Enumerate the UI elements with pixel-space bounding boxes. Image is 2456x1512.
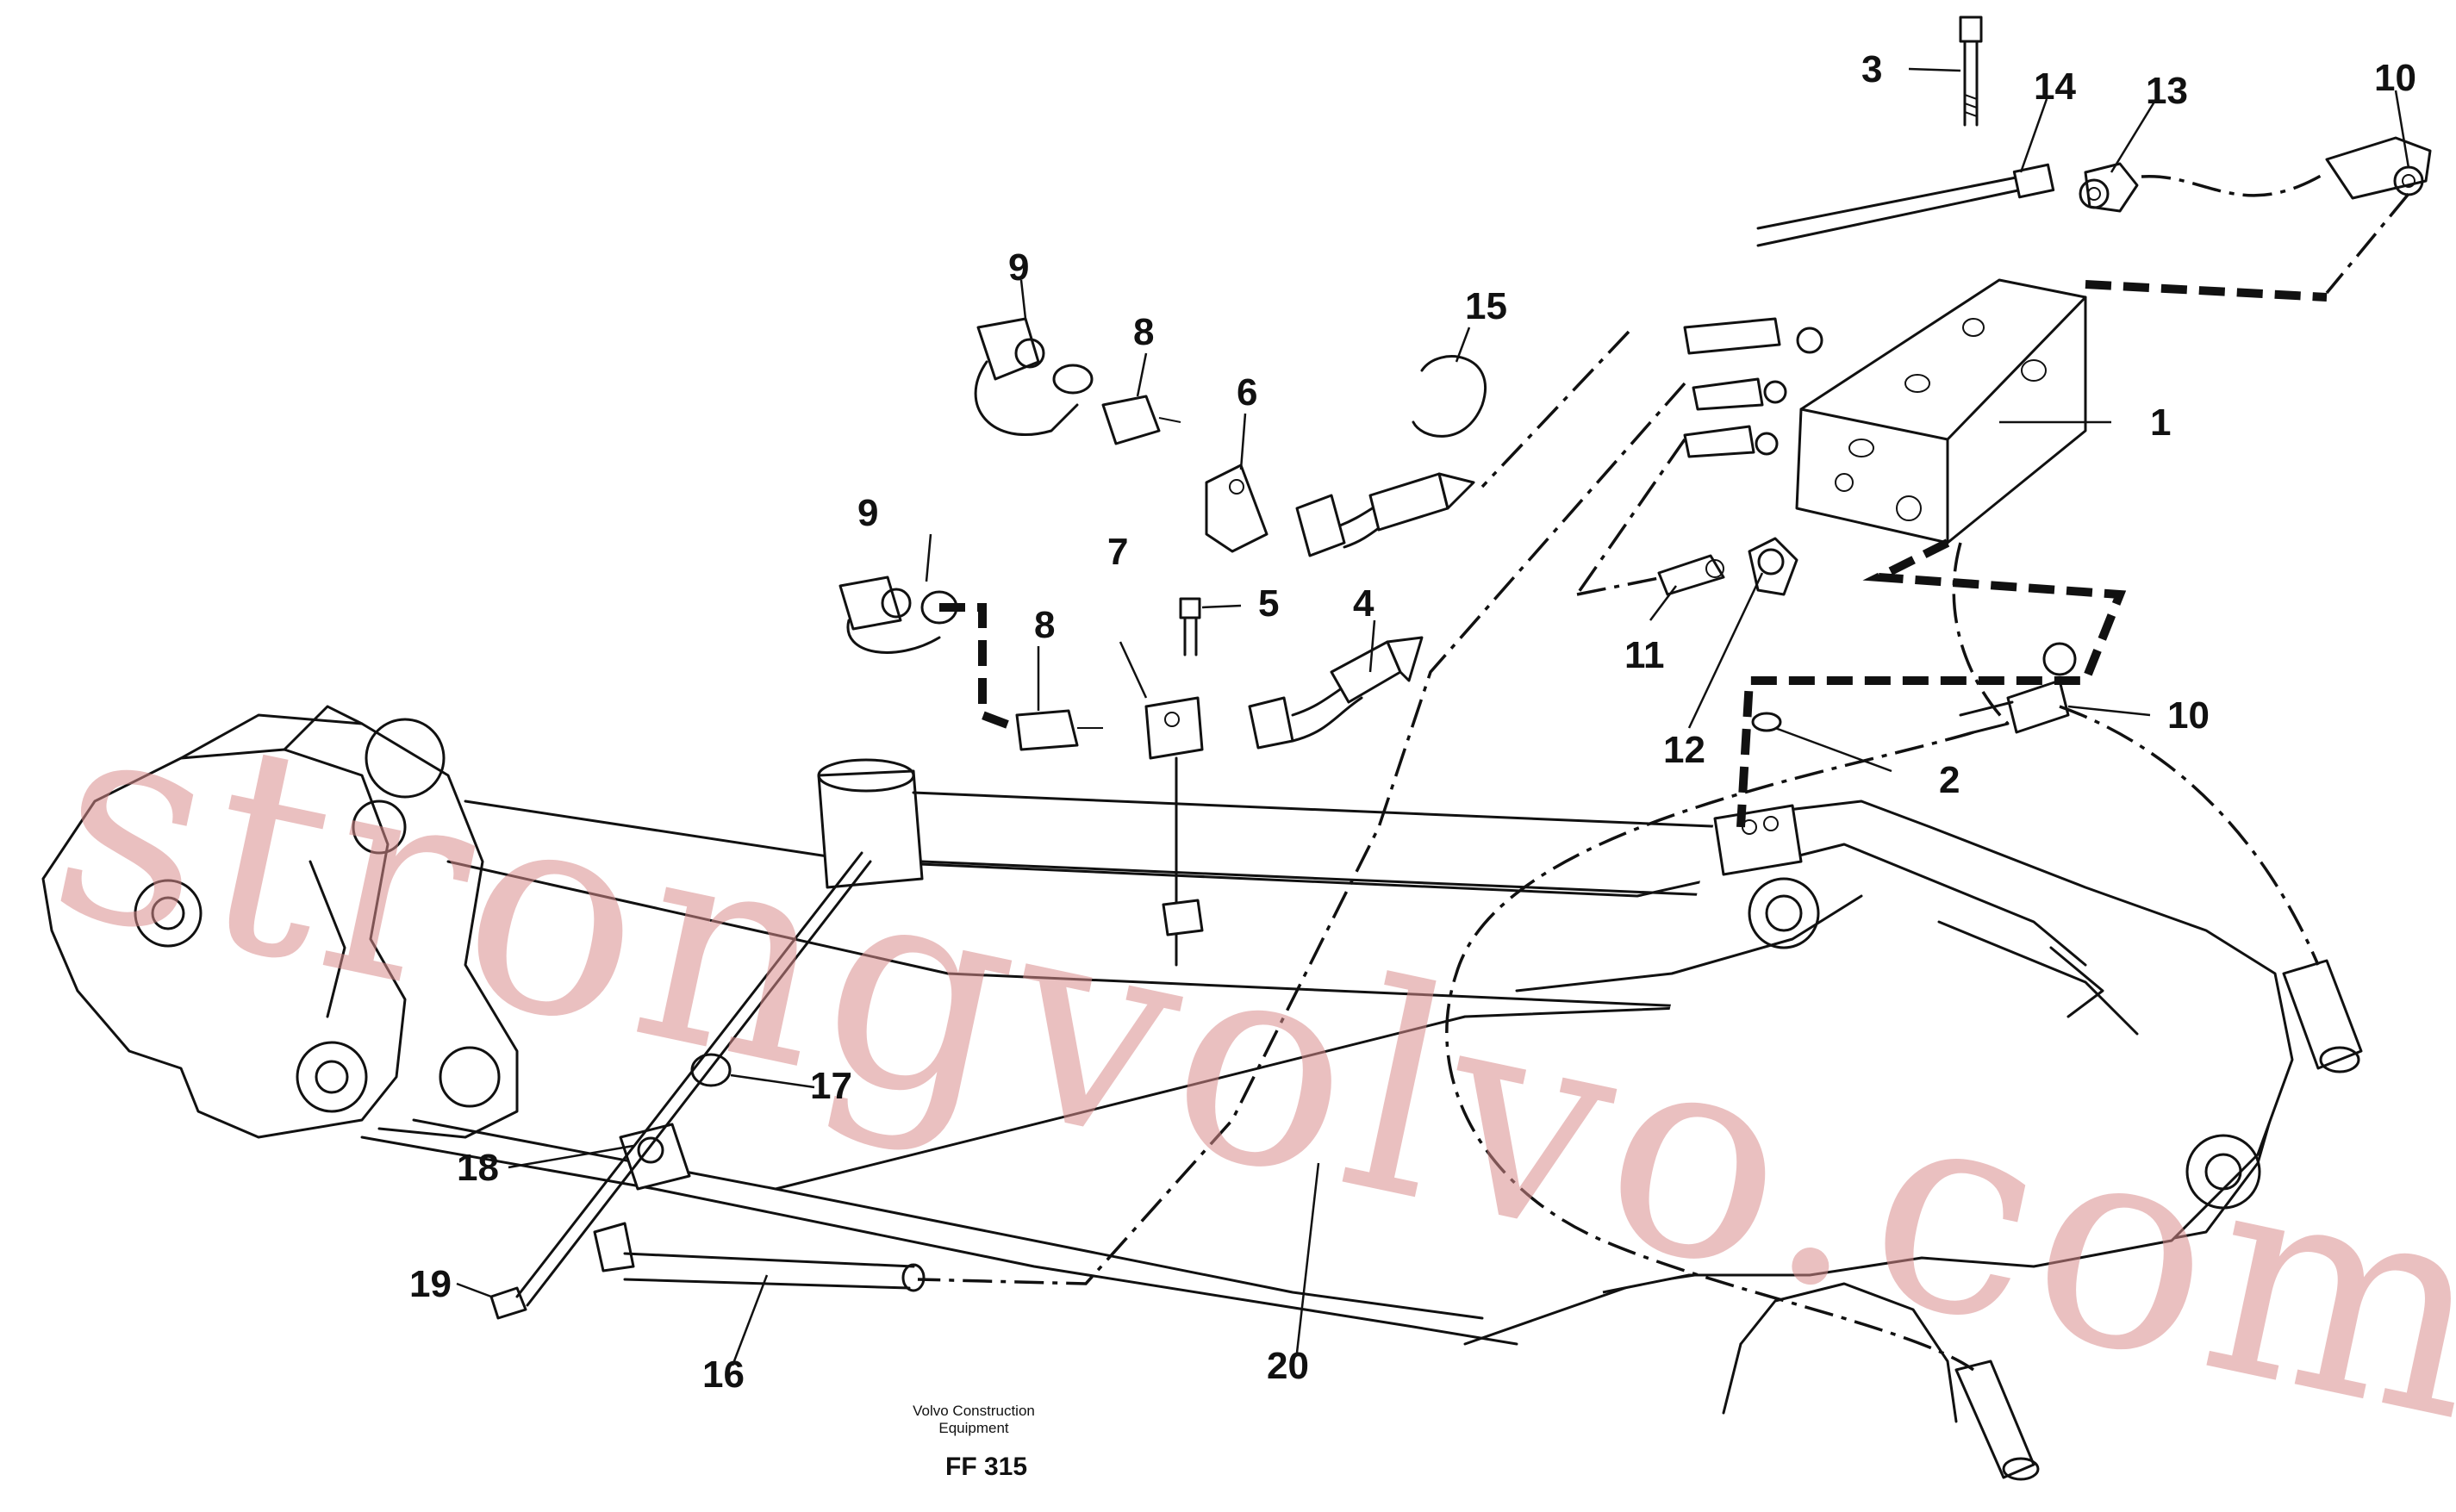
elbow-part-12 — [1748, 537, 1798, 596]
label-part-10-top: 10 — [2374, 57, 2416, 99]
label-part-7: 7 — [1107, 531, 1128, 573]
figure-code: FF 315 — [945, 1453, 1027, 1481]
hydraulic-line-paths — [917, 171, 2410, 1372]
bolt-part-3 — [1959, 16, 1983, 127]
screw-part-19 — [489, 851, 872, 1320]
label-part-15: 15 — [1465, 285, 1507, 327]
bracket-part-7 — [1144, 696, 1204, 967]
label-part-8-upper: 8 — [1133, 311, 1154, 353]
label-part-9-upper: 9 — [1008, 246, 1029, 289]
elbow-part-13 — [2079, 162, 2139, 213]
label-part-8-lower: 8 — [1034, 604, 1055, 646]
washer-part-2 — [1751, 712, 1782, 732]
label-part-2: 2 — [1939, 759, 1960, 801]
label-part-12: 12 — [1663, 729, 1705, 771]
label-part-9-lower: 9 — [857, 492, 878, 534]
label-part-17: 17 — [810, 1065, 852, 1107]
label-part-20: 20 — [1267, 1345, 1309, 1387]
label-part-1: 1 — [2150, 401, 2171, 444]
bracket-part-6 — [1205, 464, 1269, 553]
label-part-3: 3 — [1861, 48, 1882, 90]
valve-block — [1795, 278, 2087, 544]
cap-part-9-lower — [838, 576, 958, 654]
caption-line-2: Equipment — [938, 1420, 1009, 1436]
hose-part-14 — [1756, 163, 2055, 247]
plugs-on-valve — [1683, 317, 1823, 458]
label-part-19: 19 — [409, 1263, 452, 1305]
caption-line-1: Volvo Construction — [913, 1403, 1035, 1419]
boom-arm — [41, 705, 2294, 1423]
label-part-5: 5 — [1258, 582, 1279, 625]
caption-block: Volvo Construction Equipment FF 315 — [913, 1403, 1035, 1481]
label-part-11: 11 — [1624, 634, 1665, 676]
part-labels: 3 14 13 10 15 9 8 6 1 9 7 5 4 8 11 10 12… — [409, 48, 2416, 1396]
fitting-part-11 — [1657, 554, 1725, 596]
hose-upper — [1295, 472, 1475, 557]
elbow-part-10-top — [2325, 136, 2432, 200]
hose-part-4 — [1248, 636, 1424, 750]
clamp-part-18 — [619, 1123, 691, 1191]
label-part-14: 14 — [2034, 65, 2076, 108]
elbow-part-10-right — [1959, 642, 2077, 734]
label-part-10-right: 10 — [2167, 694, 2210, 737]
clip-part-15 — [1412, 355, 1487, 438]
label-part-16: 16 — [702, 1353, 745, 1396]
adapter-part-8-upper — [1101, 395, 1181, 445]
label-part-13: 13 — [2146, 70, 2188, 112]
label-part-18: 18 — [457, 1147, 499, 1189]
label-part-6: 6 — [1237, 371, 1257, 414]
label-part-4: 4 — [1353, 582, 1374, 625]
leader-lines — [456, 67, 2410, 1366]
hose-part-16 — [593, 1222, 926, 1292]
screw-part-5 — [1179, 597, 1201, 656]
end-fitting-bottom — [1954, 1360, 2040, 1481]
end-fitting-right — [2282, 959, 2363, 1073]
cap-part-9-upper — [974, 317, 1094, 436]
adapter-part-8-lower — [1015, 709, 1103, 751]
